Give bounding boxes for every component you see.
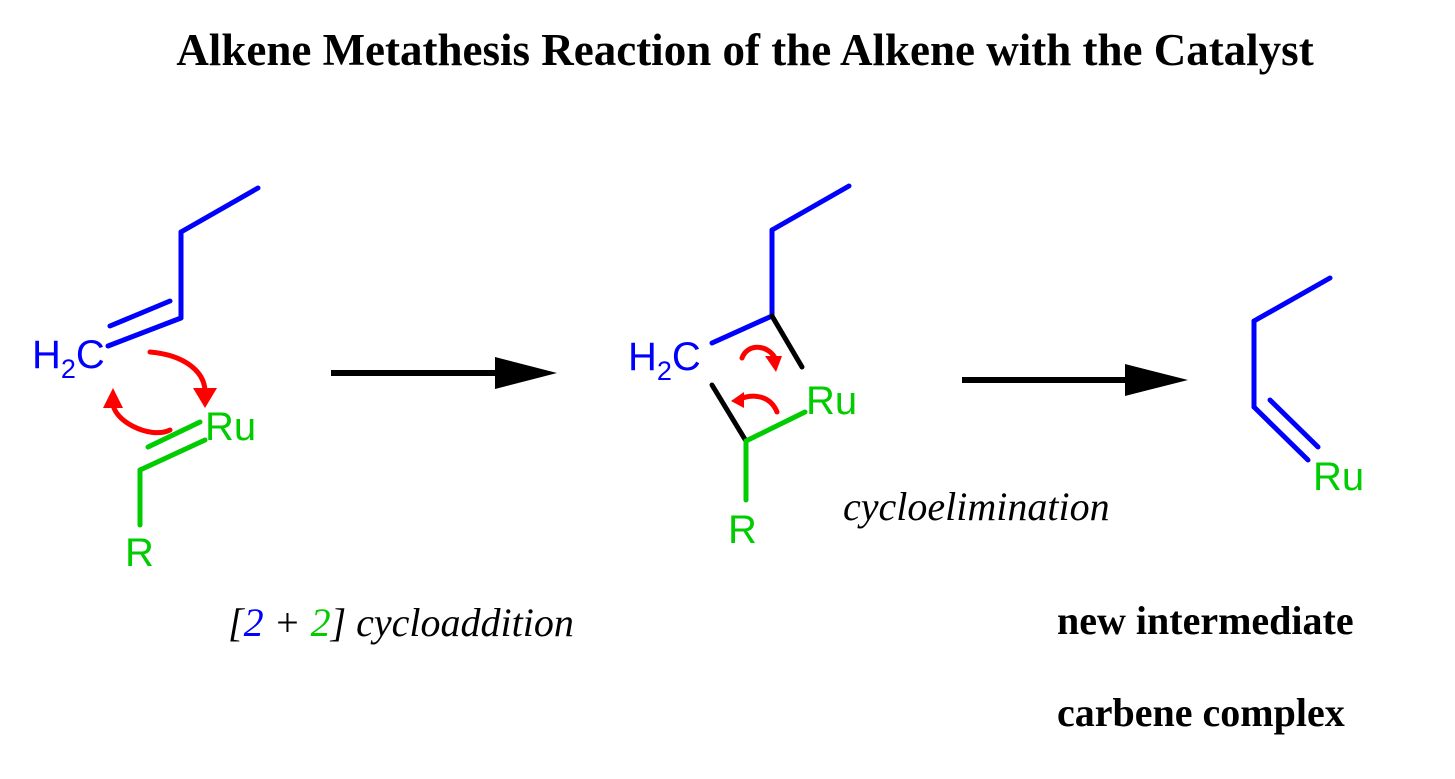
plus-sign: + xyxy=(264,600,311,645)
subscript-2: 2 xyxy=(657,356,672,386)
product-label-line2: carbene complex xyxy=(1057,690,1345,735)
page-title: Alkene Metathesis Reaction of the Alkene… xyxy=(176,25,1313,75)
reaction-arrow-1 xyxy=(331,357,557,389)
ring-bond-c-ru xyxy=(769,313,805,370)
curly-arrow-head-2 xyxy=(103,388,123,408)
product-label-line1: new intermediate xyxy=(1057,598,1354,643)
subscript-2: 2 xyxy=(61,354,76,384)
alkene-double-bond-b xyxy=(107,298,173,329)
reaction-arrow-2 xyxy=(962,364,1188,396)
hydrogen-symbol: H xyxy=(628,335,657,379)
cycloaddition-text: ] cycloaddition xyxy=(330,600,574,645)
carbene-double-bond-b xyxy=(1267,397,1321,450)
carbene-double-bond-a xyxy=(1251,404,1311,463)
carbon-symbol: C xyxy=(76,333,105,377)
curly-arrow-pi-to-ru xyxy=(147,349,208,395)
ring-bond-blue xyxy=(709,313,775,346)
ring-bond-ch2-c xyxy=(709,382,749,444)
methylene-label: H2C xyxy=(32,333,105,384)
curly-arrow-head-lower xyxy=(731,392,744,408)
product-carbene: Ru xyxy=(1251,275,1364,499)
r-group-label: R xyxy=(728,508,757,552)
cycloelimination-label: cycloelimination xyxy=(843,484,1110,529)
hydrogen-symbol: H xyxy=(32,333,61,377)
metallacyclobutane: H2C Ru R xyxy=(628,183,857,552)
two-blue: 2 xyxy=(244,600,264,645)
carbene-double-bond-a xyxy=(137,437,208,473)
cycloaddition-label: [2 + 2] cycloaddition xyxy=(228,600,574,645)
reactants: H2C Ru R xyxy=(32,185,261,575)
carbon-symbol: C xyxy=(672,335,701,379)
ethyl-bond-1 xyxy=(1251,275,1333,324)
bracket-open: [ xyxy=(228,600,246,645)
ruthenium-label: Ru xyxy=(806,379,857,423)
curly-arrow-head-upper xyxy=(765,356,782,372)
ring-bond-green xyxy=(743,409,808,444)
methylene-label: H2C xyxy=(628,335,701,386)
carbene-double-bond-b xyxy=(145,419,203,450)
r-group-label: R xyxy=(125,531,154,575)
ruthenium-label: Ru xyxy=(205,405,256,449)
alkene-bond-1 xyxy=(178,185,261,235)
curly-arrow-head-1 xyxy=(193,388,217,408)
alkene-double-bond-a xyxy=(105,315,184,349)
ethyl-bond-1 xyxy=(769,183,852,233)
two-green: 2 xyxy=(311,600,331,645)
ruthenium-label: Ru xyxy=(1313,455,1364,499)
